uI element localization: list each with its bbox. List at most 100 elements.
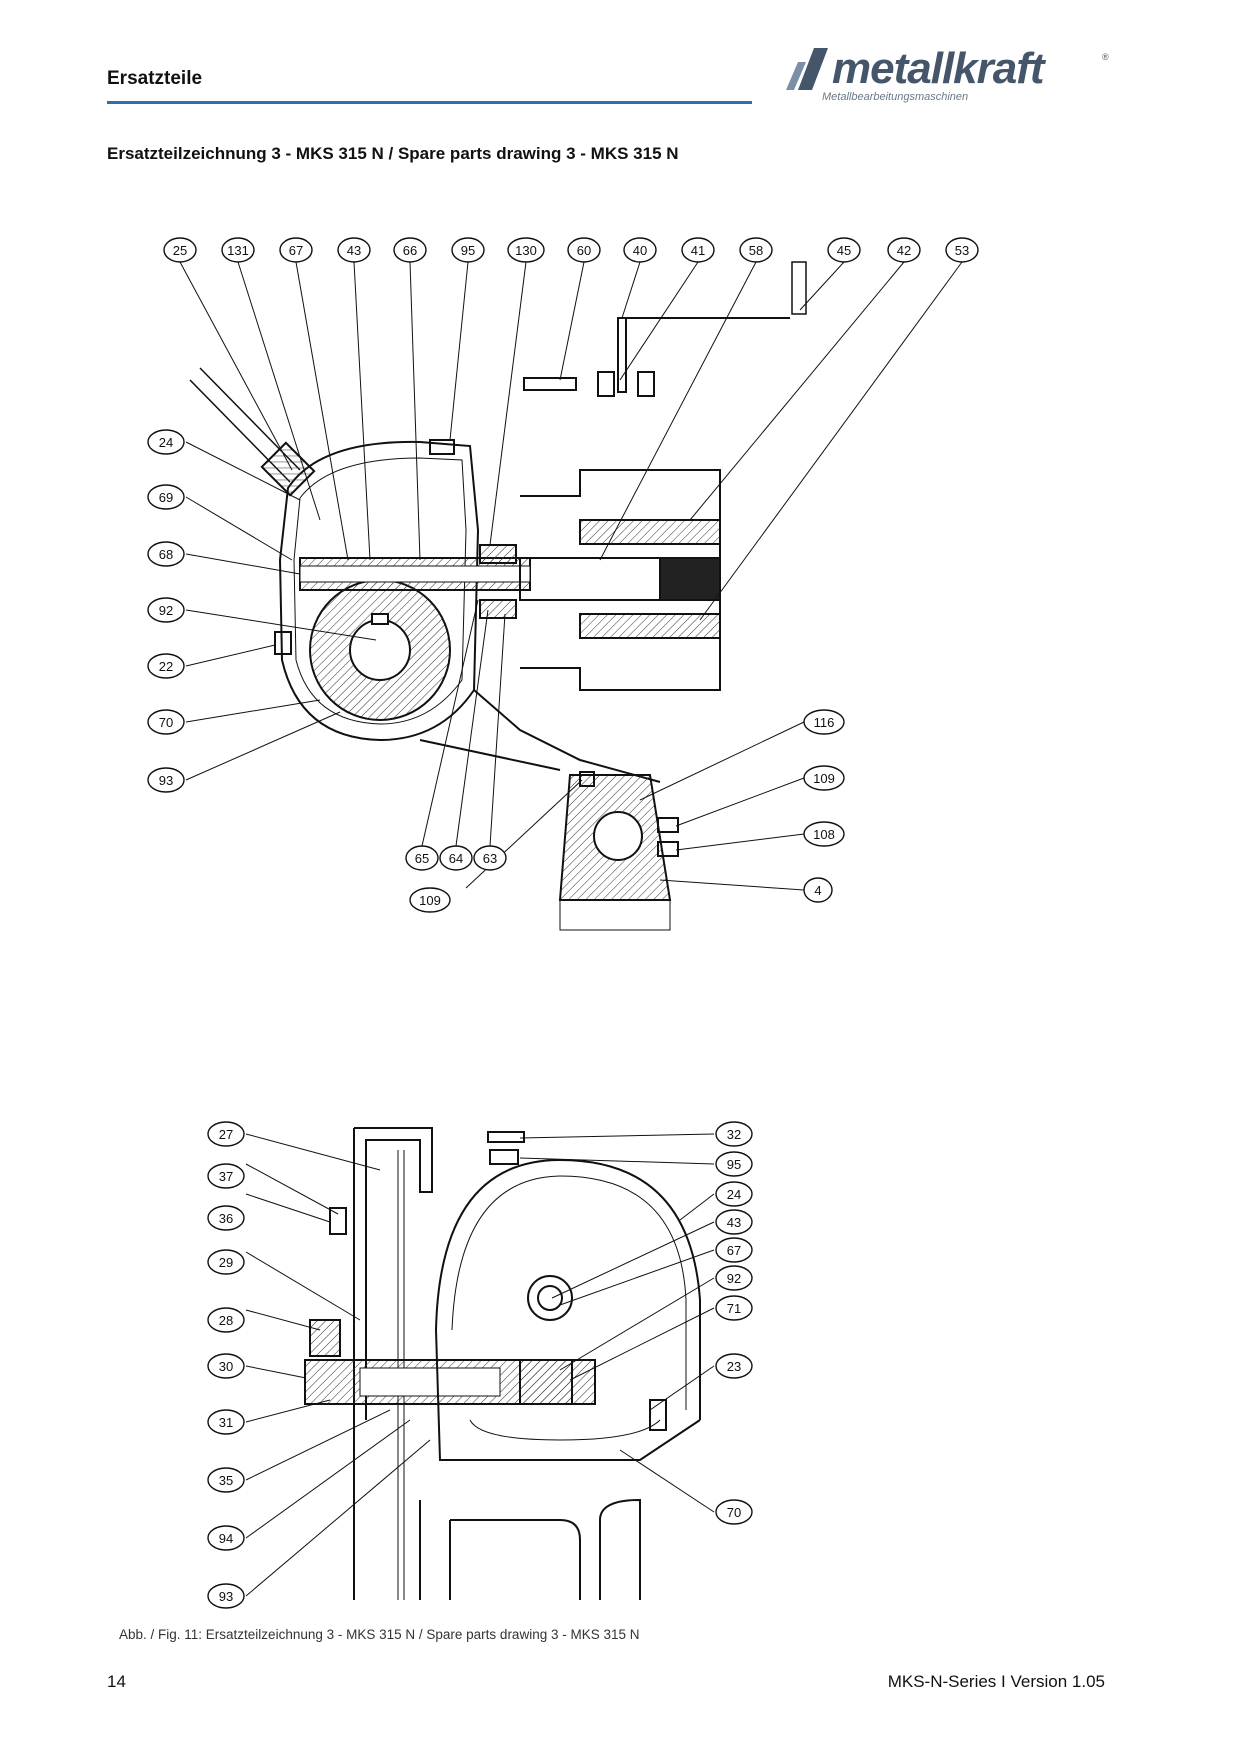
figure1-leaders <box>179 261 963 891</box>
svg-text:36: 36 <box>219 1211 233 1226</box>
part-label: 95 <box>451 237 485 263</box>
svg-text:25: 25 <box>173 243 187 258</box>
figure1-top-labels: 25 131 67 43 66 95 130 60 40 41 58 45 42… <box>163 237 979 263</box>
svg-text:30: 30 <box>219 1359 233 1374</box>
part-label: 71 <box>715 1295 753 1321</box>
part-label: 37 <box>207 1163 245 1189</box>
svg-text:60: 60 <box>577 243 591 258</box>
document-version: MKS-N-Series I Version 1.05 <box>887 1672 1105 1691</box>
svg-text:37: 37 <box>219 1169 233 1184</box>
svg-text:35: 35 <box>219 1473 233 1488</box>
svg-text:29: 29 <box>219 1255 233 1270</box>
svg-text:27: 27 <box>219 1127 233 1142</box>
svg-text:92: 92 <box>727 1271 741 1286</box>
figure2-drawing <box>304 1127 701 1600</box>
svg-text:23: 23 <box>727 1359 741 1374</box>
part-label: 109 <box>803 765 845 791</box>
svg-text:43: 43 <box>347 243 361 258</box>
part-label: 40 <box>623 237 657 263</box>
drawing-title: Ersatzteilzeichnung 3 - MKS 315 N / Spar… <box>107 144 679 163</box>
svg-text:28: 28 <box>219 1313 233 1328</box>
part-label: 66 <box>393 237 427 263</box>
part-label: 29 <box>207 1249 245 1275</box>
svg-text:94: 94 <box>219 1531 233 1546</box>
part-label: 93 <box>207 1583 245 1609</box>
logo-wordmark: metallkraft <box>832 44 1045 93</box>
figure1-drawing <box>189 261 807 931</box>
svg-text:4: 4 <box>814 883 821 898</box>
svg-text:93: 93 <box>159 773 173 788</box>
logo-registered-mark: ® <box>1102 52 1109 62</box>
part-label: 24 <box>147 429 185 455</box>
svg-text:67: 67 <box>727 1243 741 1258</box>
svg-text:92: 92 <box>159 603 173 618</box>
part-label: 67 <box>279 237 313 263</box>
figure1-right-labels: 116 109 108 4 <box>803 709 845 903</box>
figure1-bottom-labels: 65 64 63 109 <box>405 845 507 913</box>
figure-caption: Abb. / Fig. 11: Ersatzteilzeichnung 3 - … <box>119 1627 640 1642</box>
svg-text:108: 108 <box>813 827 835 842</box>
svg-text:70: 70 <box>727 1505 741 1520</box>
svg-text:93: 93 <box>219 1589 233 1604</box>
part-label: 58 <box>739 237 773 263</box>
part-label: 131 <box>221 237 255 263</box>
part-label: 35 <box>207 1467 245 1493</box>
svg-text:43: 43 <box>727 1215 741 1230</box>
part-label: 30 <box>207 1353 245 1379</box>
part-label: 27 <box>207 1121 245 1147</box>
svg-text:24: 24 <box>727 1187 741 1202</box>
part-label: 69 <box>147 484 185 510</box>
svg-text:71: 71 <box>727 1301 741 1316</box>
svg-text:22: 22 <box>159 659 173 674</box>
svg-text:131: 131 <box>227 243 249 258</box>
svg-text:58: 58 <box>749 243 763 258</box>
part-label: 70 <box>147 709 185 735</box>
part-label: 70 <box>715 1499 753 1525</box>
part-label: 28 <box>207 1307 245 1333</box>
part-label: 23 <box>715 1353 753 1379</box>
part-label: 92 <box>147 597 185 623</box>
part-label: 22 <box>147 653 185 679</box>
svg-text:66: 66 <box>403 243 417 258</box>
part-label: 4 <box>803 877 833 903</box>
svg-text:95: 95 <box>727 1157 741 1172</box>
part-label: 109 <box>409 887 451 913</box>
part-label: 95 <box>715 1151 753 1177</box>
svg-text:63: 63 <box>483 851 497 866</box>
part-label: 53 <box>945 237 979 263</box>
part-label: 24 <box>715 1181 753 1207</box>
svg-text:116: 116 <box>814 715 835 730</box>
part-label: 130 <box>507 237 545 263</box>
page-number: 14 <box>107 1672 126 1691</box>
part-label: 68 <box>147 541 185 567</box>
logo-mark-icon <box>786 48 828 90</box>
svg-text:32: 32 <box>727 1127 741 1142</box>
part-label: 108 <box>803 821 845 847</box>
svg-text:64: 64 <box>449 851 463 866</box>
part-label: 42 <box>887 237 921 263</box>
figure2-leaders <box>245 1133 715 1597</box>
figure2-right-labels: 32 95 24 43 67 92 71 23 70 <box>715 1121 753 1525</box>
part-label: 63 <box>473 845 507 871</box>
svg-text:40: 40 <box>633 243 647 258</box>
svg-text:41: 41 <box>691 243 705 258</box>
part-label: 116 <box>803 709 845 735</box>
svg-text:70: 70 <box>159 715 173 730</box>
svg-text:130: 130 <box>515 243 537 258</box>
header-section-title: Ersatzteile <box>107 68 203 89</box>
part-label: 41 <box>681 237 715 263</box>
part-label: 60 <box>567 237 601 263</box>
svg-text:42: 42 <box>897 243 911 258</box>
part-label: 36 <box>207 1205 245 1231</box>
svg-text:65: 65 <box>415 851 429 866</box>
svg-text:45: 45 <box>837 243 851 258</box>
part-label: 67 <box>715 1237 753 1263</box>
part-label: 25 <box>163 237 197 263</box>
part-label: 32 <box>715 1121 753 1147</box>
part-label: 94 <box>207 1525 245 1551</box>
part-label: 43 <box>715 1209 753 1235</box>
figure2-left-labels: 27 37 36 29 28 30 31 35 94 93 <box>207 1121 245 1609</box>
part-label: 64 <box>439 845 473 871</box>
svg-text:95: 95 <box>461 243 475 258</box>
